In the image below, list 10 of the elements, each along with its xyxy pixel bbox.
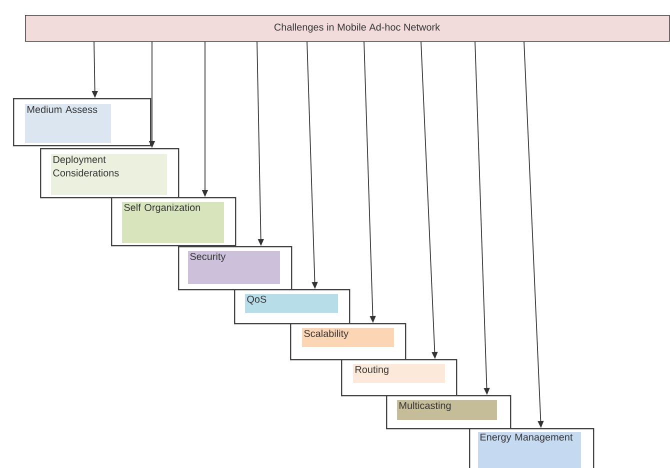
step-box: Routing [341,359,458,396]
step-box: Medium Assess [13,98,152,146]
step-box: QoS [234,289,350,324]
step-box: Security [178,246,292,290]
step-box: Energy Management [469,428,594,468]
step-box: Scalability [290,323,406,360]
step-box: Deployment Considerations [40,148,180,198]
step-box: Multicasting [386,395,512,430]
title-box: Challenges in Mobile Ad-hoc Network [25,15,670,42]
step-box: Self Organization [111,197,236,246]
